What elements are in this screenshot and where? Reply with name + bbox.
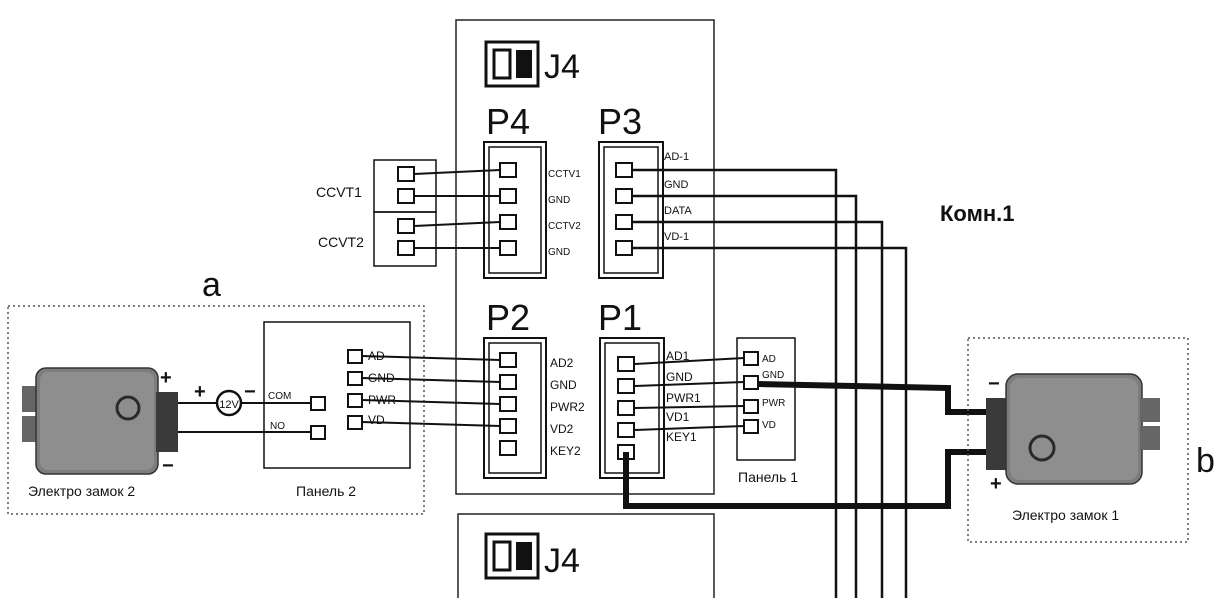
p2-pin-5	[499, 440, 517, 456]
p4-pin-1	[499, 162, 517, 178]
lock-1-label: Электро замок 1	[1012, 507, 1119, 523]
p1-pin-label-1: AD1	[666, 349, 690, 363]
p1-to-panel-1-wires	[633, 357, 745, 431]
panel-2-frame	[263, 321, 411, 469]
panel-1-label: Панель 1	[738, 469, 798, 485]
p3-pin-label-2: GND	[664, 179, 689, 191]
lock-1-minus: −	[988, 373, 1000, 395]
lock-1-plus: +	[990, 473, 1002, 495]
p2-pin-3	[499, 396, 517, 412]
camera-1-block	[373, 159, 437, 213]
lock-2-wires	[178, 402, 318, 433]
relay-no-terminal	[310, 425, 326, 440]
panel-1-terminals	[743, 351, 759, 434]
connector-p4	[483, 141, 547, 279]
lock-2-plus: +	[160, 367, 172, 389]
panel-1-pin-ad: AD	[762, 354, 776, 365]
port-p3-label: P3	[598, 101, 642, 142]
panel-1-frame	[736, 337, 796, 461]
p4-pin-label-3: CCTV2	[548, 221, 581, 232]
p1-pin-label-4: VD1	[666, 410, 690, 424]
p1-pin-3	[617, 400, 635, 416]
panel-2-to-p2-wires	[361, 355, 501, 427]
port-p4-label: P4	[486, 101, 530, 142]
p2-pin-1	[499, 352, 517, 368]
lock-2-icon	[22, 367, 178, 475]
section-b-letter: b	[1196, 442, 1215, 480]
p2-pin-label-3: PWR2	[550, 400, 585, 414]
unit-top-frame	[455, 19, 715, 495]
camera-2-label: CCVT2	[318, 234, 364, 250]
p2-pin-label-1: AD2	[550, 356, 574, 370]
p4-pin-label-1: CCTV1	[548, 169, 581, 180]
p3-pin-label-3: DATA	[664, 205, 692, 217]
room-label: Комн.1	[940, 201, 1015, 226]
p4-pin-label-2: GND	[548, 195, 570, 206]
port-p2-label: P2	[486, 297, 530, 338]
p2-pin-label-4: VD2	[550, 422, 574, 436]
unit-bottom-label: J4	[544, 542, 580, 580]
lock-2-minus: −	[162, 455, 174, 477]
relay-com-terminal	[310, 396, 326, 411]
lock-1-icon	[986, 373, 1160, 485]
p3-pin-1	[615, 162, 633, 178]
p2-pin-label-5: KEY2	[550, 444, 581, 458]
port-p1-label: P1	[598, 297, 642, 338]
panel-1-pin-pwr: PWR	[762, 398, 785, 409]
lock-1-power-wires	[623, 381, 996, 509]
camera-2-block	[373, 211, 437, 267]
p1-pin-label-2: GND	[666, 370, 693, 384]
unit-bottom-frame	[457, 513, 715, 598]
p4-pin-3	[499, 214, 517, 230]
connector-p3	[598, 141, 664, 279]
panel-2-label: Панель 2	[296, 483, 356, 499]
p3-pin-3	[615, 214, 633, 230]
panel-1-pin-vd: VD	[762, 420, 776, 431]
p3-pin-label-4: VD-1	[664, 231, 689, 243]
relay-no-label: NO	[270, 421, 285, 432]
panel-2-terminals	[347, 349, 363, 430]
p3-pin-4	[615, 240, 633, 256]
section-a-frame	[7, 305, 425, 515]
p1-pin-2	[617, 378, 635, 394]
p1-pin-label-3: PWR1	[666, 391, 701, 405]
p2-pin-4	[499, 418, 517, 434]
p4-pin-label-4: GND	[548, 247, 570, 258]
psu-minus: −	[244, 381, 256, 403]
p3-pin-label-1: AD-1	[664, 151, 689, 163]
p4-pin-2	[499, 188, 517, 204]
psu-label: 12V	[219, 399, 239, 411]
panel-2-pin-vd: VD	[368, 413, 385, 427]
unit-top-label: J4	[544, 48, 580, 86]
p1-pin-1	[617, 356, 635, 372]
panel-1-pin-gnd: GND	[762, 370, 784, 381]
p1-pin-label-5: KEY1	[666, 430, 697, 444]
section-a-letter: a	[202, 266, 221, 304]
p3-pin-2	[615, 188, 633, 204]
camera-wires	[413, 169, 501, 249]
dip-switch-icon	[484, 532, 540, 580]
bus-wires	[632, 168, 908, 598]
relay-com-label: COM	[268, 391, 291, 402]
p4-pin-4	[499, 240, 517, 256]
dip-switch-icon	[484, 40, 540, 88]
section-b-frame	[967, 337, 1189, 543]
p1-pin-4	[617, 422, 635, 438]
lock-2-label: Электро замок 2	[28, 483, 135, 499]
p2-pin-label-2: GND	[550, 378, 577, 392]
psu-plus: +	[194, 381, 206, 403]
p2-pin-2	[499, 374, 517, 390]
camera-1-label: CCVT1	[316, 184, 362, 200]
